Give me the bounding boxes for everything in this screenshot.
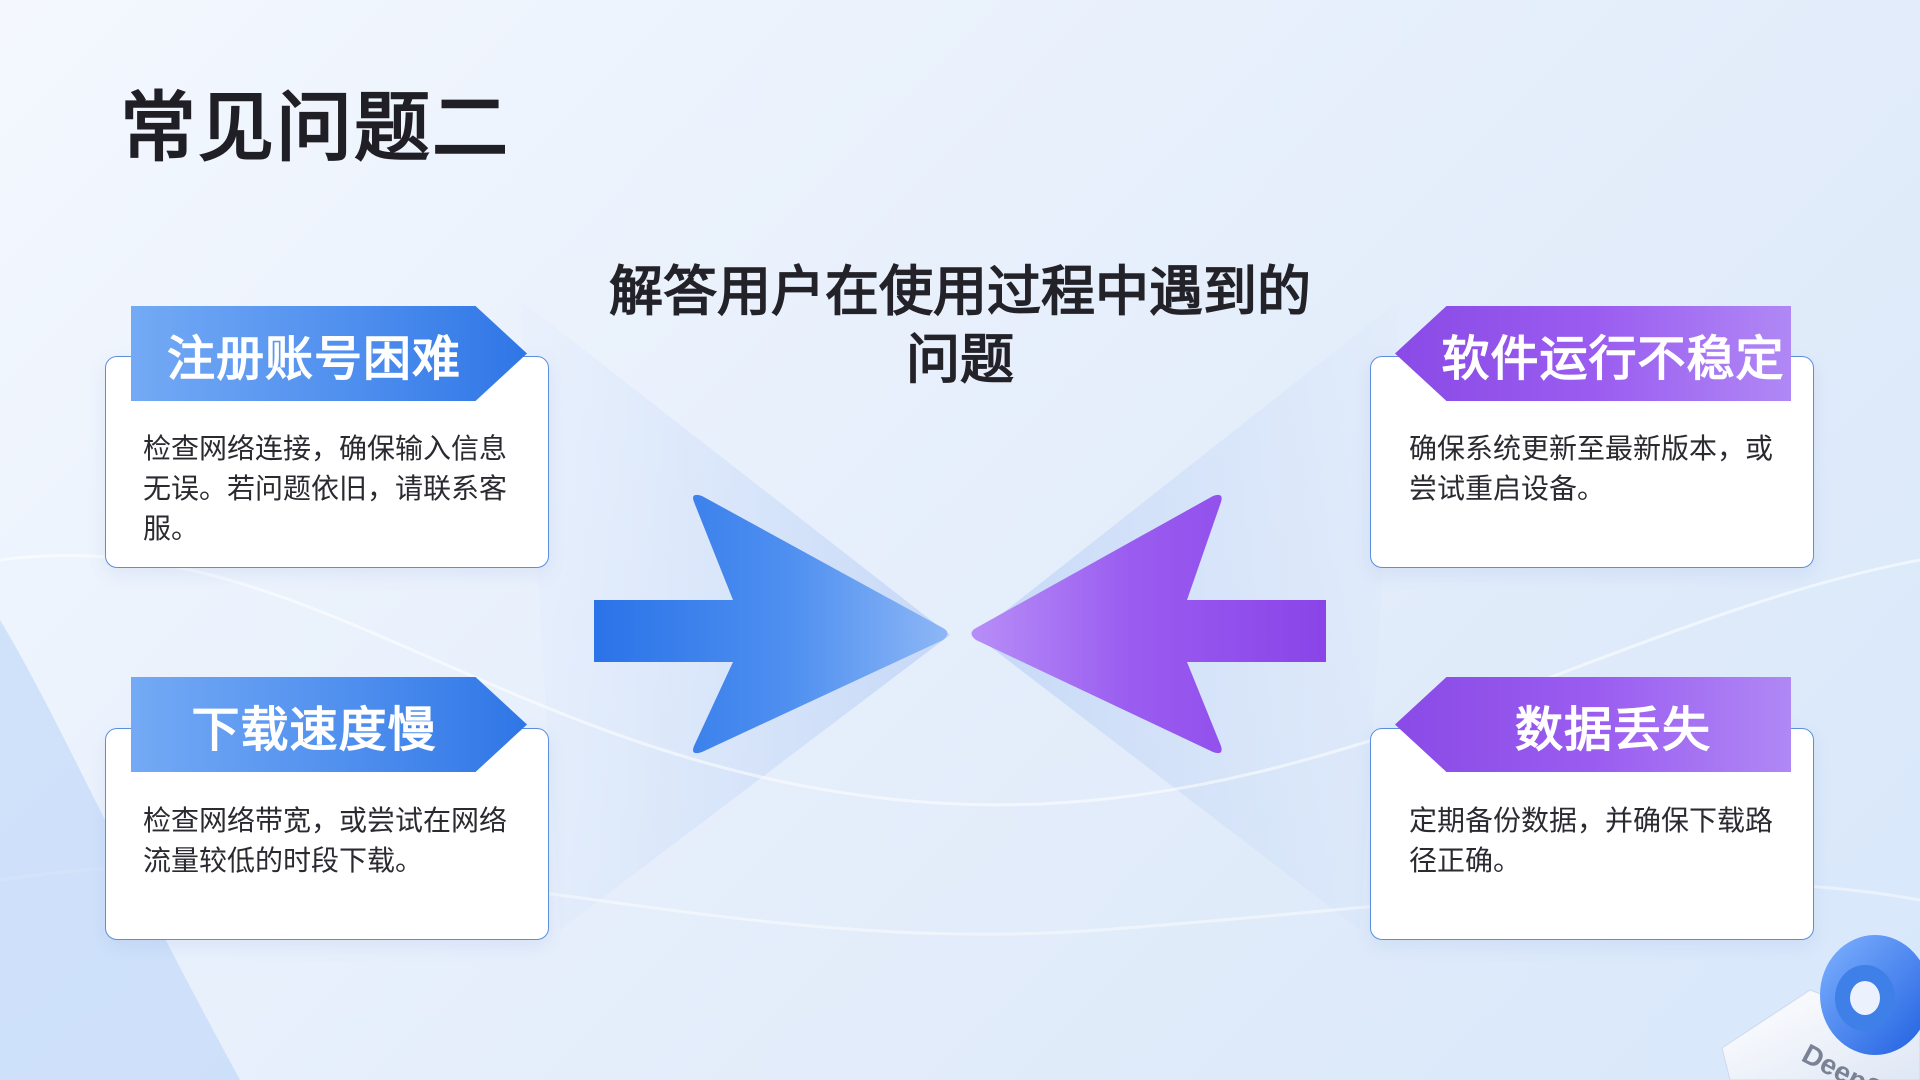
card-description: 检查网络带宽，或尝试在网络流量较低的时段下载。 (143, 804, 508, 877)
card-title-tag: 数据丢失 (1395, 677, 1791, 772)
cylinder-icon (1820, 935, 1920, 1055)
card-description: 确保系统更新至最新版本，或尝试重启设备。 (1409, 432, 1774, 505)
brand-cube-decoration: DeepS (1721, 935, 1920, 1080)
right-pointing-arrow-icon (594, 494, 948, 754)
card-title-tag: 下载速度慢 (131, 677, 527, 772)
card-title-tag: 软件运行不稳定 (1395, 306, 1791, 401)
left-pointing-arrow-icon (971, 494, 1326, 754)
page-title: 常见问题二 (120, 83, 510, 172)
card-description: 定期备份数据，并确保下载路径正确。 (1409, 804, 1774, 877)
center-heading: 解答用户在使用过程中遇到的问题 (609, 260, 1311, 391)
card-description: 检查网络连接，确保输入信息无误。若问题依旧，请联系客服。 (143, 432, 508, 545)
card-title-tag: 注册账号困难 (131, 306, 527, 401)
converging-arrows (594, 494, 1326, 754)
